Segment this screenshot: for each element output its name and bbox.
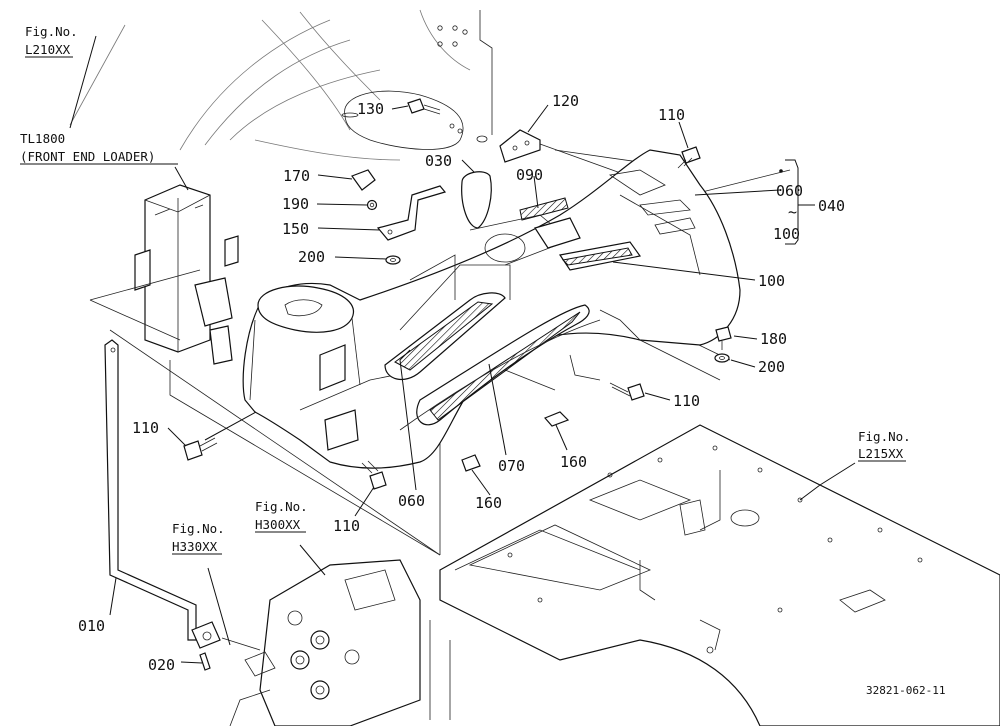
part-label-180[interactable]: 180 xyxy=(760,330,787,348)
callout-fig-l215[interactable]: Fig.No. L215XX xyxy=(858,429,911,462)
part-label-150[interactable]: 150 xyxy=(282,220,309,238)
part-labels: 130 120 110 170 030 090 060 ~ 040 190 15… xyxy=(78,92,845,674)
part-label-110-left[interactable]: 110 xyxy=(132,419,159,437)
part-label-060[interactable]: 060 xyxy=(398,492,425,510)
part-label-030[interactable]: 030 xyxy=(425,152,452,170)
fig-h330-label: Fig.No. xyxy=(172,521,225,536)
valve-block xyxy=(229,559,421,726)
range-tilde: ~ xyxy=(788,203,797,221)
callout-fig-l210[interactable]: Fig.No. L210XX xyxy=(25,24,78,58)
part-label-040[interactable]: 040 xyxy=(818,197,845,215)
fig-h330-code: H330XX xyxy=(172,539,218,554)
hardware xyxy=(183,90,732,490)
part-label-090[interactable]: 090 xyxy=(516,166,543,184)
fig-l210-code: L210XX xyxy=(25,42,71,57)
tl1800-title: TL1800 xyxy=(20,131,65,146)
part-label-100-range[interactable]: 100 xyxy=(773,225,800,243)
dash-panel xyxy=(242,149,741,469)
part-label-160-bottom[interactable]: 160 xyxy=(475,494,502,512)
frame-platform xyxy=(429,424,1000,726)
part-label-190[interactable]: 190 xyxy=(282,195,309,213)
part-label-110-bottom[interactable]: 110 xyxy=(333,517,360,535)
part-label-110-top[interactable]: 110 xyxy=(658,106,685,124)
fig-l215-label: Fig.No. xyxy=(858,429,911,444)
part-label-020[interactable]: 020 xyxy=(148,656,175,674)
loader-post xyxy=(89,184,239,365)
part-label-010[interactable]: 010 xyxy=(78,617,105,635)
part-label-160-mid[interactable]: 160 xyxy=(560,453,587,471)
part-label-200-right[interactable]: 200 xyxy=(758,358,785,376)
background-sketch xyxy=(69,9,493,161)
part-label-100[interactable]: 100 xyxy=(758,272,785,290)
part-label-110-right[interactable]: 110 xyxy=(673,392,700,410)
fig-h300-code: H300XX xyxy=(255,517,301,532)
part-label-070[interactable]: 070 xyxy=(498,457,525,475)
part-label-060-range[interactable]: 060 xyxy=(776,182,803,200)
part-label-200-left[interactable]: 200 xyxy=(298,248,325,266)
rod-assembly xyxy=(104,339,261,671)
callout-fig-h330[interactable]: Fig.No. H330XX xyxy=(172,521,225,555)
fig-l215-code: L215XX xyxy=(858,446,904,461)
tl1800-subtitle: (FRONT END LOADER) xyxy=(20,149,155,164)
drawing-code: 32821-062-11 xyxy=(866,684,945,697)
fig-h300-label: Fig.No. xyxy=(255,499,308,514)
callout-tl1800[interactable]: TL1800 (FRONT END LOADER) xyxy=(20,131,178,165)
part-label-120[interactable]: 120 xyxy=(552,92,579,110)
part-label-170[interactable]: 170 xyxy=(283,167,310,185)
fig-l210-label: Fig.No. xyxy=(25,24,78,39)
leader-lines xyxy=(69,35,856,664)
part-label-130[interactable]: 130 xyxy=(357,100,384,118)
callout-fig-h300[interactable]: Fig.No. H300XX xyxy=(255,499,308,533)
